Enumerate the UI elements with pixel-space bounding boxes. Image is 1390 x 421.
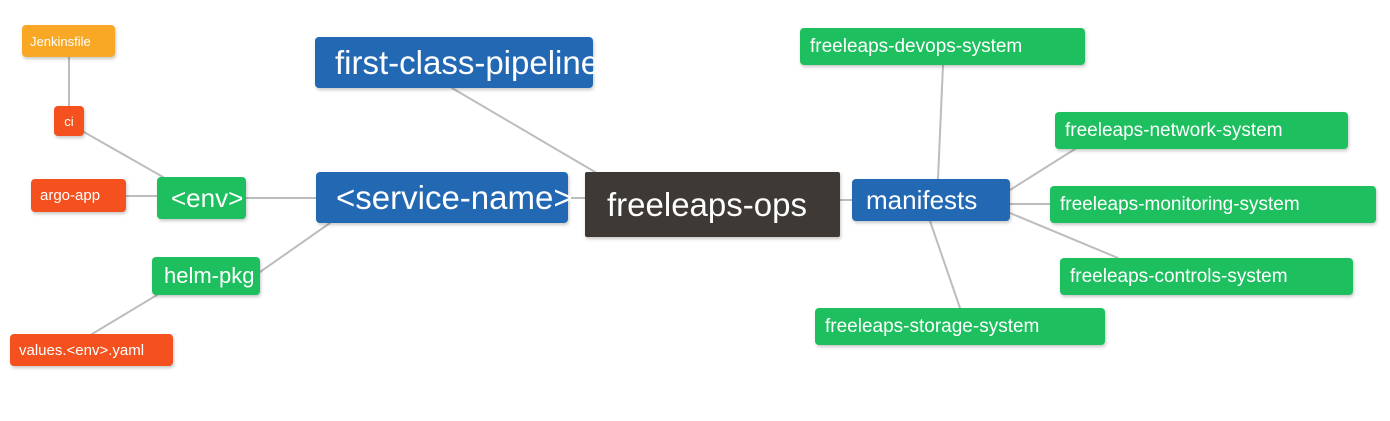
node-freeleaps-devops-system[interactable]: freeleaps-devops-system [800,28,1085,65]
node-ci-label: ci [64,113,74,129]
node-env[interactable]: <env> [157,177,246,219]
node-argo-app[interactable]: argo-app [31,179,126,212]
node-first-class-pipeline[interactable]: first-class-pipeline [315,37,599,88]
node-service-name-label: <service-name> [336,179,573,216]
node-freeleaps-devops-system-label: freeleaps-devops-system [810,36,1023,57]
edge-env-to-ci [83,131,164,178]
node-freeleaps-network-system-label: freeleaps-network-system [1065,120,1283,141]
node-env-label: <env> [171,183,244,213]
node-manifests-label: manifests [866,185,978,215]
edge-helm-to-values [91,294,158,335]
edge-manifests-to-network [1009,148,1076,191]
node-root[interactable]: freeleaps-ops [585,172,840,237]
node-values-yaml-label: values.<env>.yaml [19,341,145,359]
edge-manifests-to-storage [929,220,961,309]
node-freeleaps-network-system[interactable]: freeleaps-network-system [1055,112,1348,149]
node-first-class-pipeline-label: first-class-pipeline [335,44,600,81]
node-freeleaps-monitoring-system-label: freeleaps-monitoring-system [1060,194,1300,215]
node-service-name[interactable]: <service-name> [316,172,573,223]
node-jenkinsfile[interactable]: Jenkinsfile [22,25,115,57]
edge-root-to-pipeline [451,87,596,173]
node-jenkinsfile-label: Jenkinsfile [30,33,91,49]
node-freeleaps-storage-system-label: freeleaps-storage-system [825,316,1040,337]
node-freeleaps-controls-system-label: freeleaps-controls-system [1070,266,1288,287]
node-freeleaps-monitoring-system[interactable]: freeleaps-monitoring-system [1050,186,1376,223]
node-freeleaps-storage-system[interactable]: freeleaps-storage-system [815,308,1105,345]
edge-manifests-to-devops [937,64,944,180]
node-helm-pkg-label: helm-pkg [164,263,255,288]
node-argo-app-label: argo-app [40,187,101,204]
node-root-label: freeleaps-ops [607,186,807,223]
node-values-yaml[interactable]: values.<env>.yaml [10,334,173,366]
node-manifests[interactable]: manifests [852,179,1010,221]
node-helm-pkg[interactable]: helm-pkg [152,257,260,295]
node-freeleaps-controls-system[interactable]: freeleaps-controls-system [1060,258,1353,295]
node-ci[interactable]: ci [54,106,84,136]
edge-service-to-helm [259,222,331,273]
